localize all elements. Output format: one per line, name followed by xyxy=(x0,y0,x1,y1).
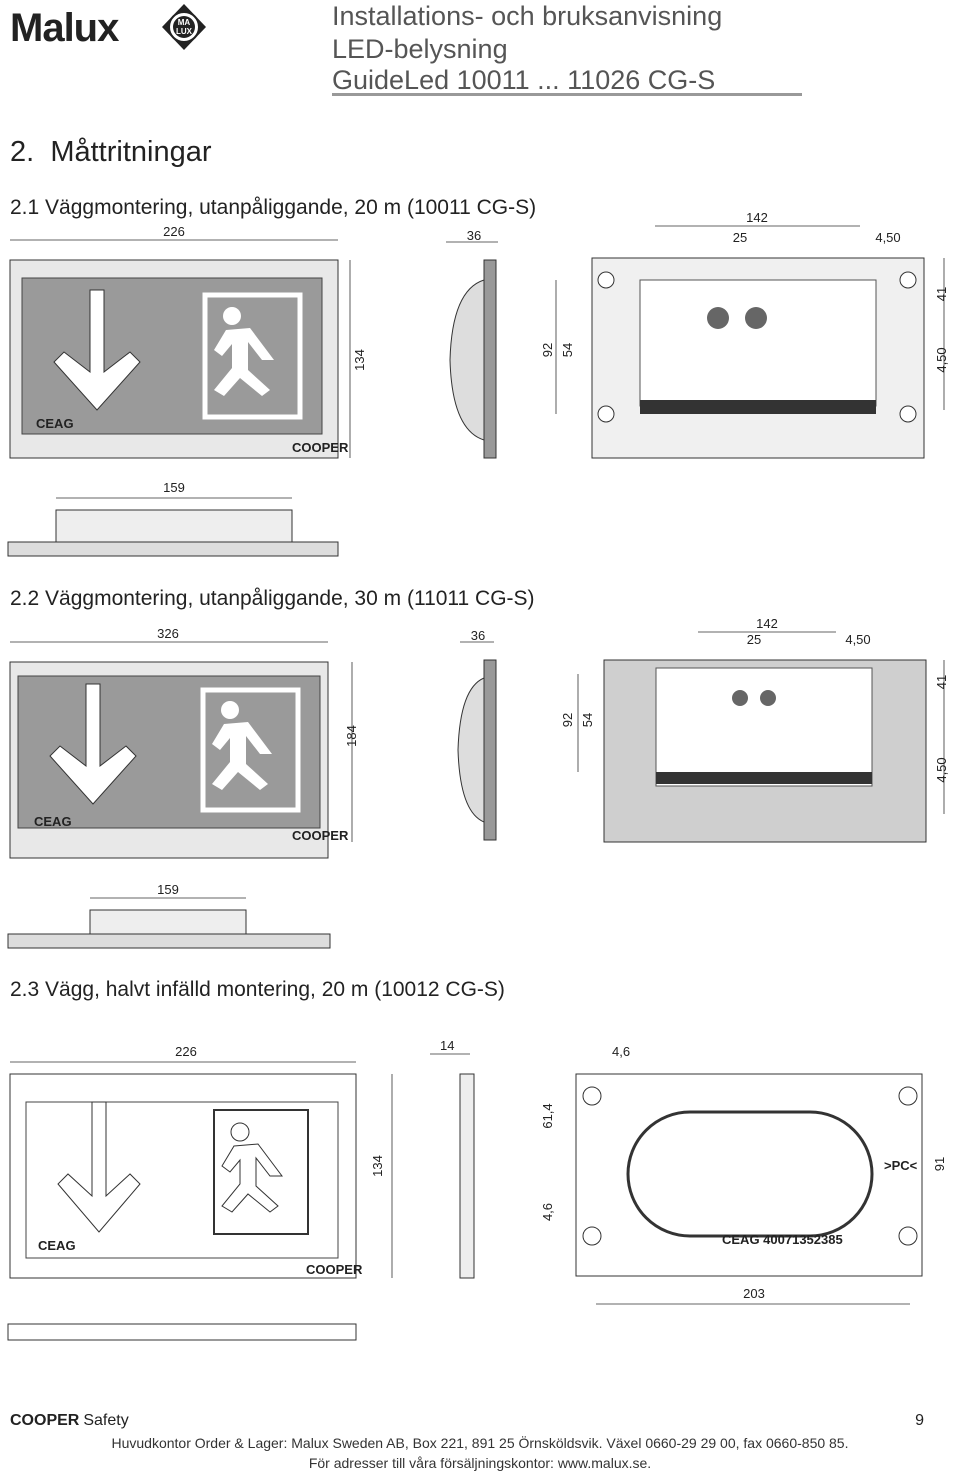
svg-text:25: 25 xyxy=(733,230,747,245)
svg-text:226: 226 xyxy=(163,224,185,239)
svg-text:134: 134 xyxy=(370,1155,385,1177)
footer-bar xyxy=(0,1432,960,1473)
svg-text:54: 54 xyxy=(580,713,595,727)
back-view: 142 25 4,50 41 92 54 4,50 xyxy=(560,616,949,843)
svg-text:COOPER: COOPER xyxy=(292,828,349,843)
svg-text:COOPER: COOPER xyxy=(306,1262,363,1277)
svg-text:159: 159 xyxy=(163,480,185,495)
svg-text:159: 159 xyxy=(157,882,179,897)
header-title-line-1: Installations- och bruksanvisning xyxy=(332,1,723,31)
svg-text:COOPER: COOPER xyxy=(292,440,349,455)
svg-text:36: 36 xyxy=(471,628,485,643)
svg-text:134: 134 xyxy=(352,349,367,371)
drawing-2-2: 326 CEAG COOPER 184 36 142 25 4,50 41 92… xyxy=(7,616,949,949)
svg-text:142: 142 xyxy=(756,616,778,631)
side-view: 36 xyxy=(446,228,498,459)
svg-text:91: 91 xyxy=(932,1157,947,1171)
drawing-2-1: 226 CEAG COOPER 134 36 142 25 4,50 41 xyxy=(7,210,949,557)
bottom-view: 159 xyxy=(7,882,331,949)
malux-logo: Malux xyxy=(10,6,119,50)
svg-text:41: 41 xyxy=(934,287,949,301)
svg-text:4,50: 4,50 xyxy=(934,757,949,782)
svg-text:41: 41 xyxy=(934,675,949,689)
back-view: 142 25 4,50 41 92 54 4,50 xyxy=(540,210,949,459)
svg-text:14: 14 xyxy=(440,1038,454,1053)
front-view: 226 CEAG COOPER 134 xyxy=(9,1044,393,1279)
svg-text:4,6: 4,6 xyxy=(612,1044,630,1059)
subsection-title-2-1: 2.1 Väggmontering, utanpåliggande, 20 m … xyxy=(10,196,537,219)
svg-text:>PC<: >PC< xyxy=(884,1158,918,1173)
svg-text:CEAG 40071352385: CEAG 40071352385 xyxy=(722,1232,843,1247)
svg-text:MA: MA xyxy=(178,18,191,27)
header-title-line-3: GuideLed 10011 ... 11026 CG-S xyxy=(332,65,716,95)
svg-text:36: 36 xyxy=(467,228,481,243)
front-view: 326 CEAG COOPER 184 xyxy=(9,626,359,859)
bottom-view: 159 xyxy=(7,480,339,557)
page-number: 9 xyxy=(915,1412,924,1429)
svg-text:142: 142 xyxy=(746,210,768,225)
side-view: 14 xyxy=(430,1038,475,1279)
front-view: 226 CEAG COOPER 134 xyxy=(9,224,367,459)
side-view: 36 xyxy=(457,628,497,841)
svg-text:LUX: LUX xyxy=(176,27,193,36)
svg-text:CEAG: CEAG xyxy=(34,814,72,829)
section-heading: 2. Måttritningar xyxy=(10,136,212,168)
footer-contact-line: För adresser till våra försäljningskonto… xyxy=(308,1455,652,1471)
svg-text:4,50: 4,50 xyxy=(845,632,870,647)
header-title-line-2: LED-belysning xyxy=(332,34,508,64)
svg-text:CEAG: CEAG xyxy=(38,1238,76,1253)
svg-text:25: 25 xyxy=(747,632,761,647)
back-view: 4,6 61,4 4,6 91 >PC< CEAG 40071352385 20… xyxy=(540,1044,947,1305)
svg-text:326: 326 xyxy=(157,626,179,641)
footer-address-line: Huvudkontor Order & Lager: Malux Sweden … xyxy=(111,1435,849,1451)
svg-text:4,50: 4,50 xyxy=(875,230,900,245)
subsection-title-2-3: 2.3 Vägg, halvt infälld montering, 20 m … xyxy=(10,978,505,1001)
bottom-view xyxy=(7,1323,357,1341)
svg-text:4,50: 4,50 xyxy=(934,347,949,372)
svg-text:CEAG: CEAG xyxy=(36,416,74,431)
header-rule xyxy=(332,93,802,96)
svg-text:226: 226 xyxy=(175,1044,197,1059)
svg-text:4,6: 4,6 xyxy=(540,1203,555,1221)
svg-text:92: 92 xyxy=(560,713,575,727)
svg-text:54: 54 xyxy=(560,343,575,357)
svg-text:184: 184 xyxy=(344,725,359,747)
svg-text:203: 203 xyxy=(743,1286,765,1301)
malux-seal-icon: MA LUX xyxy=(162,4,206,50)
svg-text:61,4: 61,4 xyxy=(540,1103,555,1128)
drawing-2-3: 226 CEAG COOPER 134 14 4,6 61,4 4,6 91 >… xyxy=(7,1038,947,1341)
svg-text:92: 92 xyxy=(540,343,555,357)
subsection-title-2-2: 2.2 Väggmontering, utanpåliggande, 30 m … xyxy=(10,587,535,610)
